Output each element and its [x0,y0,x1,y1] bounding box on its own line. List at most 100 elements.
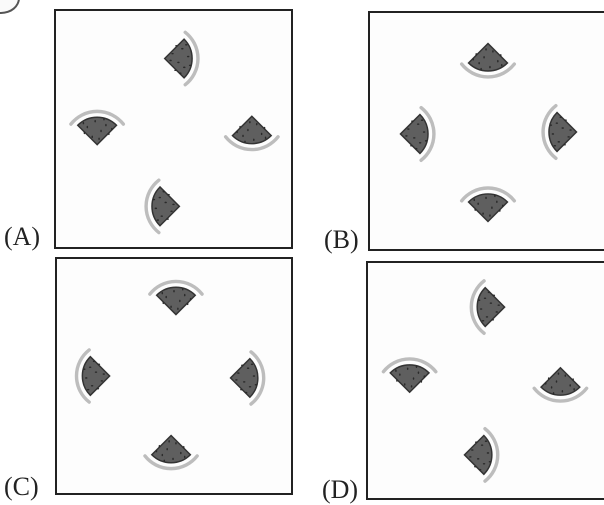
option-b-drawing [370,13,604,249]
wedge-seed [415,148,418,150]
wedge-seed [472,58,474,61]
wedge-seed [237,372,240,374]
wedge-seed [162,191,165,193]
option-c-label: (C) [4,474,39,500]
wedge-seed [182,288,184,291]
wedge-seed [565,374,567,377]
wedge-seed [482,212,484,215]
wedge-seed [548,377,550,380]
wedge-seed [89,366,92,368]
wedge-seed [556,380,558,383]
wedge-seed [500,54,502,57]
wedge-seed [87,126,89,129]
wedge-seed [103,118,105,121]
wedge-seed [167,194,170,196]
wedge-seed [249,386,252,388]
wedge-seed [552,133,555,135]
wedge-seed [160,215,163,217]
wedge-seed [170,210,173,212]
wedge-seed [241,364,244,366]
wedge-seed [553,392,555,395]
wedge-seed [404,383,406,386]
wedge-seed [170,306,172,309]
wedge-seed [251,364,254,366]
wedge-flesh [464,436,491,475]
wedge-seed [162,292,164,295]
wedge-seed [171,53,174,55]
wedge-seed [396,379,398,382]
wedge-seed [569,129,572,131]
wedge-seed [558,372,560,375]
wedge-seed [563,144,566,146]
wedge-seed [410,145,413,147]
wedge-seed [185,44,188,46]
wedge-flesh [477,288,504,327]
wedge-seed [174,69,177,71]
wedge-seed [488,292,491,294]
wedge-flesh [152,435,191,462]
wedge-seed [91,136,93,139]
wedge-seed [558,141,561,143]
wedge-seed [471,449,474,451]
watermelon-slice-icon [77,350,110,402]
wedge-seed [484,297,487,299]
wedge-seed [419,142,422,144]
wedge-seed [235,379,238,381]
question-number-badge [0,0,20,14]
wedge-seed [554,145,557,147]
wedge-seed [103,373,106,375]
wedge-seed [101,380,104,382]
wedge-seed [159,197,162,199]
wedge-flesh [231,359,258,398]
wedge-seed [501,64,503,67]
wedge-seed [478,62,480,65]
wedge-seed [550,124,553,126]
option-b-figure[interactable] [368,11,604,251]
watermelon-slice-icon [145,435,197,468]
wedge-seed [245,392,248,394]
wedge-seed [572,378,574,381]
wedge-seed [84,132,86,135]
wedge-seed [421,119,424,121]
wedge-seed [502,204,504,207]
wedge-seed [165,296,167,299]
wedge-seed [479,469,482,471]
wedge-seed [83,122,85,125]
watermelon-slice-icon [462,43,515,76]
wedge-seed [179,300,181,303]
wedge-seed [156,450,158,453]
watermelon-slice-icon [231,352,264,404]
wedge-seed [407,128,410,130]
wedge-seed [416,366,418,369]
wedge-seed [489,461,492,463]
wedge-seed [421,380,423,383]
wedge-seed [183,67,186,69]
option-a-figure[interactable] [54,9,293,249]
wedge-seed [105,124,107,127]
wedge-seed [405,135,408,137]
wedge-seed [407,367,409,370]
wedge-seed [164,202,167,204]
wedge-seed [399,373,401,376]
option-d-figure[interactable] [366,261,604,500]
watermelon-slice-icon [400,108,433,161]
option-a-drawing [56,11,291,247]
wedge-seed [497,60,499,63]
wedge-seed [499,209,501,212]
wedge-seed [184,456,186,459]
wedge-seed [179,72,182,74]
wedge-seed [485,440,488,442]
wedge-seed [93,361,96,363]
wedge-seed [494,195,496,198]
wedge-flesh [232,116,271,143]
wedge-seed [247,129,249,132]
wedge-seed [485,48,487,51]
wedge-seed [483,56,485,59]
wedge-seed [85,377,88,379]
wedge-seed [545,382,547,385]
option-c-figure[interactable] [55,257,293,495]
wedge-seed [411,385,413,388]
wedge-seed [573,388,575,391]
wedge-seed [413,377,415,380]
wedge-seed [172,204,175,206]
